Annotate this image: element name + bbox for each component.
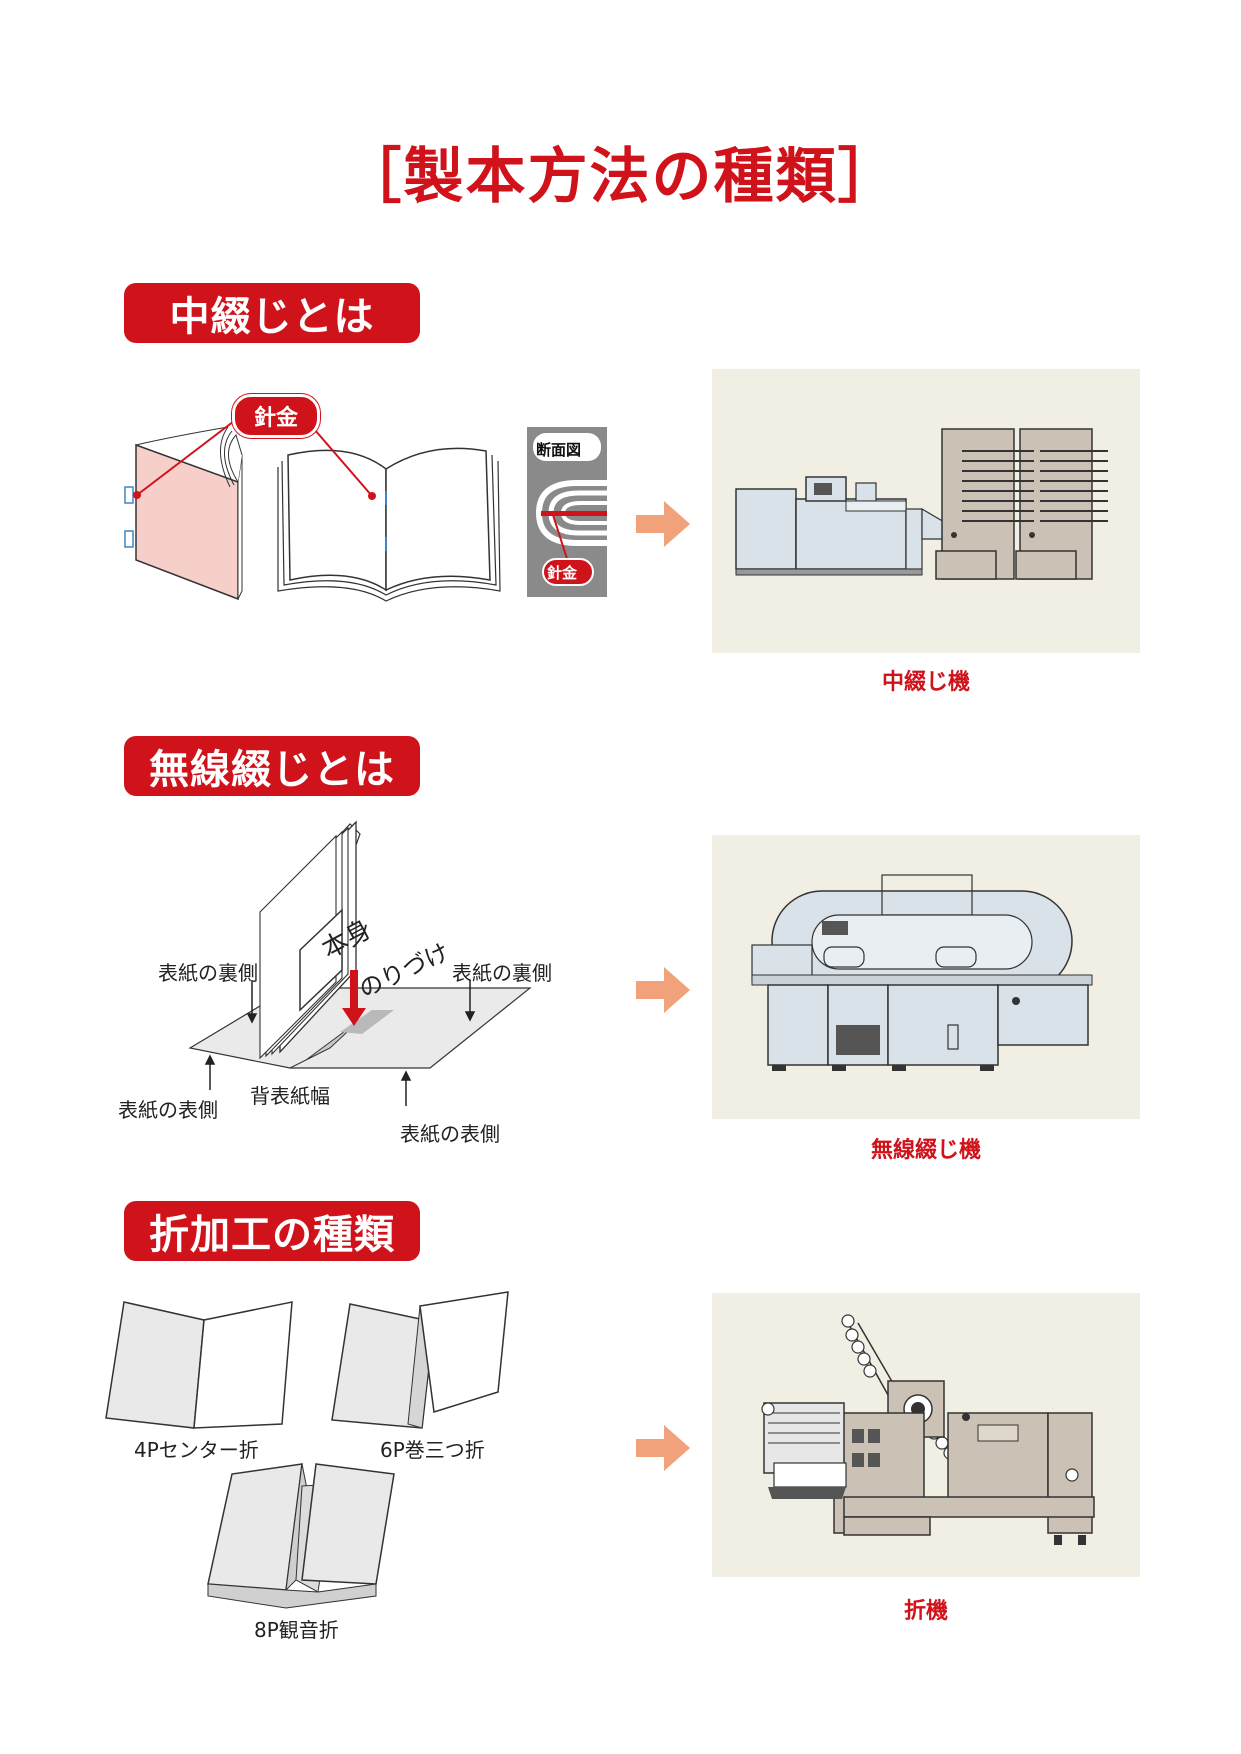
perfect-heading-text: 無線綴じとは [149,747,395,793]
cover-outside-left-label: 表紙の表側 [118,1098,218,1122]
saddle-heading: 中綴じとは [124,283,420,343]
cover-outside-right-label: 表紙の表側 [400,1122,500,1146]
fold-6p-illustration [331,1291,509,1429]
folding-heading: 折加工の種類 [124,1201,420,1261]
wire-callout-text: 針金 [253,406,298,431]
fold-6p-label: 6P巻三つ折 [380,1438,485,1462]
saddle-machine-panel [712,369,1140,653]
arrow-right-icon [636,967,690,1013]
fold-4p-label: 4Pセンター折 [134,1438,259,1462]
perfect-binding-illustration [188,820,532,1106]
spine-width-label: 背表紙幅 [250,1084,330,1108]
folding-machine-panel [712,1293,1140,1577]
cover-inside-right-label: 表紙の裏側 [452,961,552,985]
saddle-machine-caption: 中綴じ機 [881,670,970,695]
arrow-right-icon [636,501,690,547]
folding-machine-caption: 折機 [903,1599,948,1624]
fold-8p-illustration [207,1463,395,1609]
wire-callout: 針金 [232,394,320,438]
folding-machine-image [761,1314,1095,1545]
cross-section-wire-label: 針金 [547,564,578,582]
folding-heading-text: 折加工の種類 [149,1212,395,1258]
perfect-binder-machine-image [751,874,1093,1071]
cross-section-label: 断面図 [536,441,582,459]
perfect-heading: 無線綴じとは [124,736,420,796]
saddle-stitcher-machine-image [735,428,1108,580]
cross-section-diagram [527,427,607,597]
fold-4p-illustration [105,1301,293,1429]
page-title: ［製本方法の種類］ [341,142,900,212]
perfect-machine-caption: 無線綴じ機 [870,1138,981,1163]
arrow-right-icon [636,1425,690,1471]
fold-8p-label: 8P観音折 [254,1618,339,1642]
saddle-stitch-illustration [124,414,501,602]
saddle-heading-text: 中綴じとは [169,294,375,340]
perfect-machine-panel [712,835,1140,1119]
cover-inside-left-label: 表紙の裏側 [158,961,258,985]
